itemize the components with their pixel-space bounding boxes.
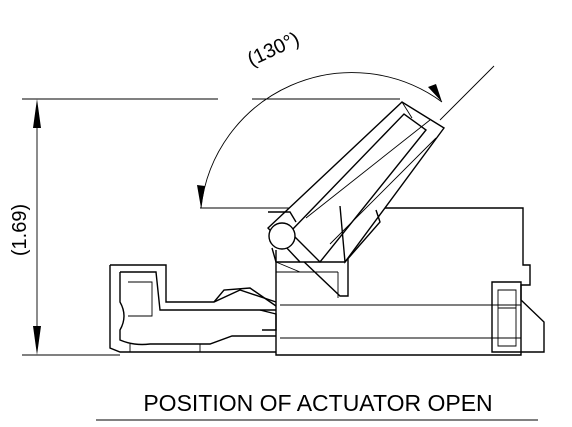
angle-arc <box>200 72 443 209</box>
height-dimension-label: (1.69) <box>9 204 31 256</box>
arrow-up-icon <box>33 99 41 128</box>
actuator <box>267 101 446 264</box>
contact-terminal <box>109 264 277 353</box>
angle-arrow-right-icon <box>428 84 442 102</box>
arrow-down-icon <box>33 326 41 355</box>
angle-extension <box>439 65 495 121</box>
housing-body <box>275 207 545 356</box>
angle-dimension-label: (130°) <box>244 28 303 71</box>
angle-arrow-left-icon <box>197 185 205 208</box>
caption-block: POSITION OF ACTUATOR OPEN <box>96 390 538 421</box>
caption-text: POSITION OF ACTUATOR OPEN <box>143 390 492 416</box>
height-dimension: (1.69) <box>9 98 400 356</box>
actuator-pivot <box>268 222 296 250</box>
